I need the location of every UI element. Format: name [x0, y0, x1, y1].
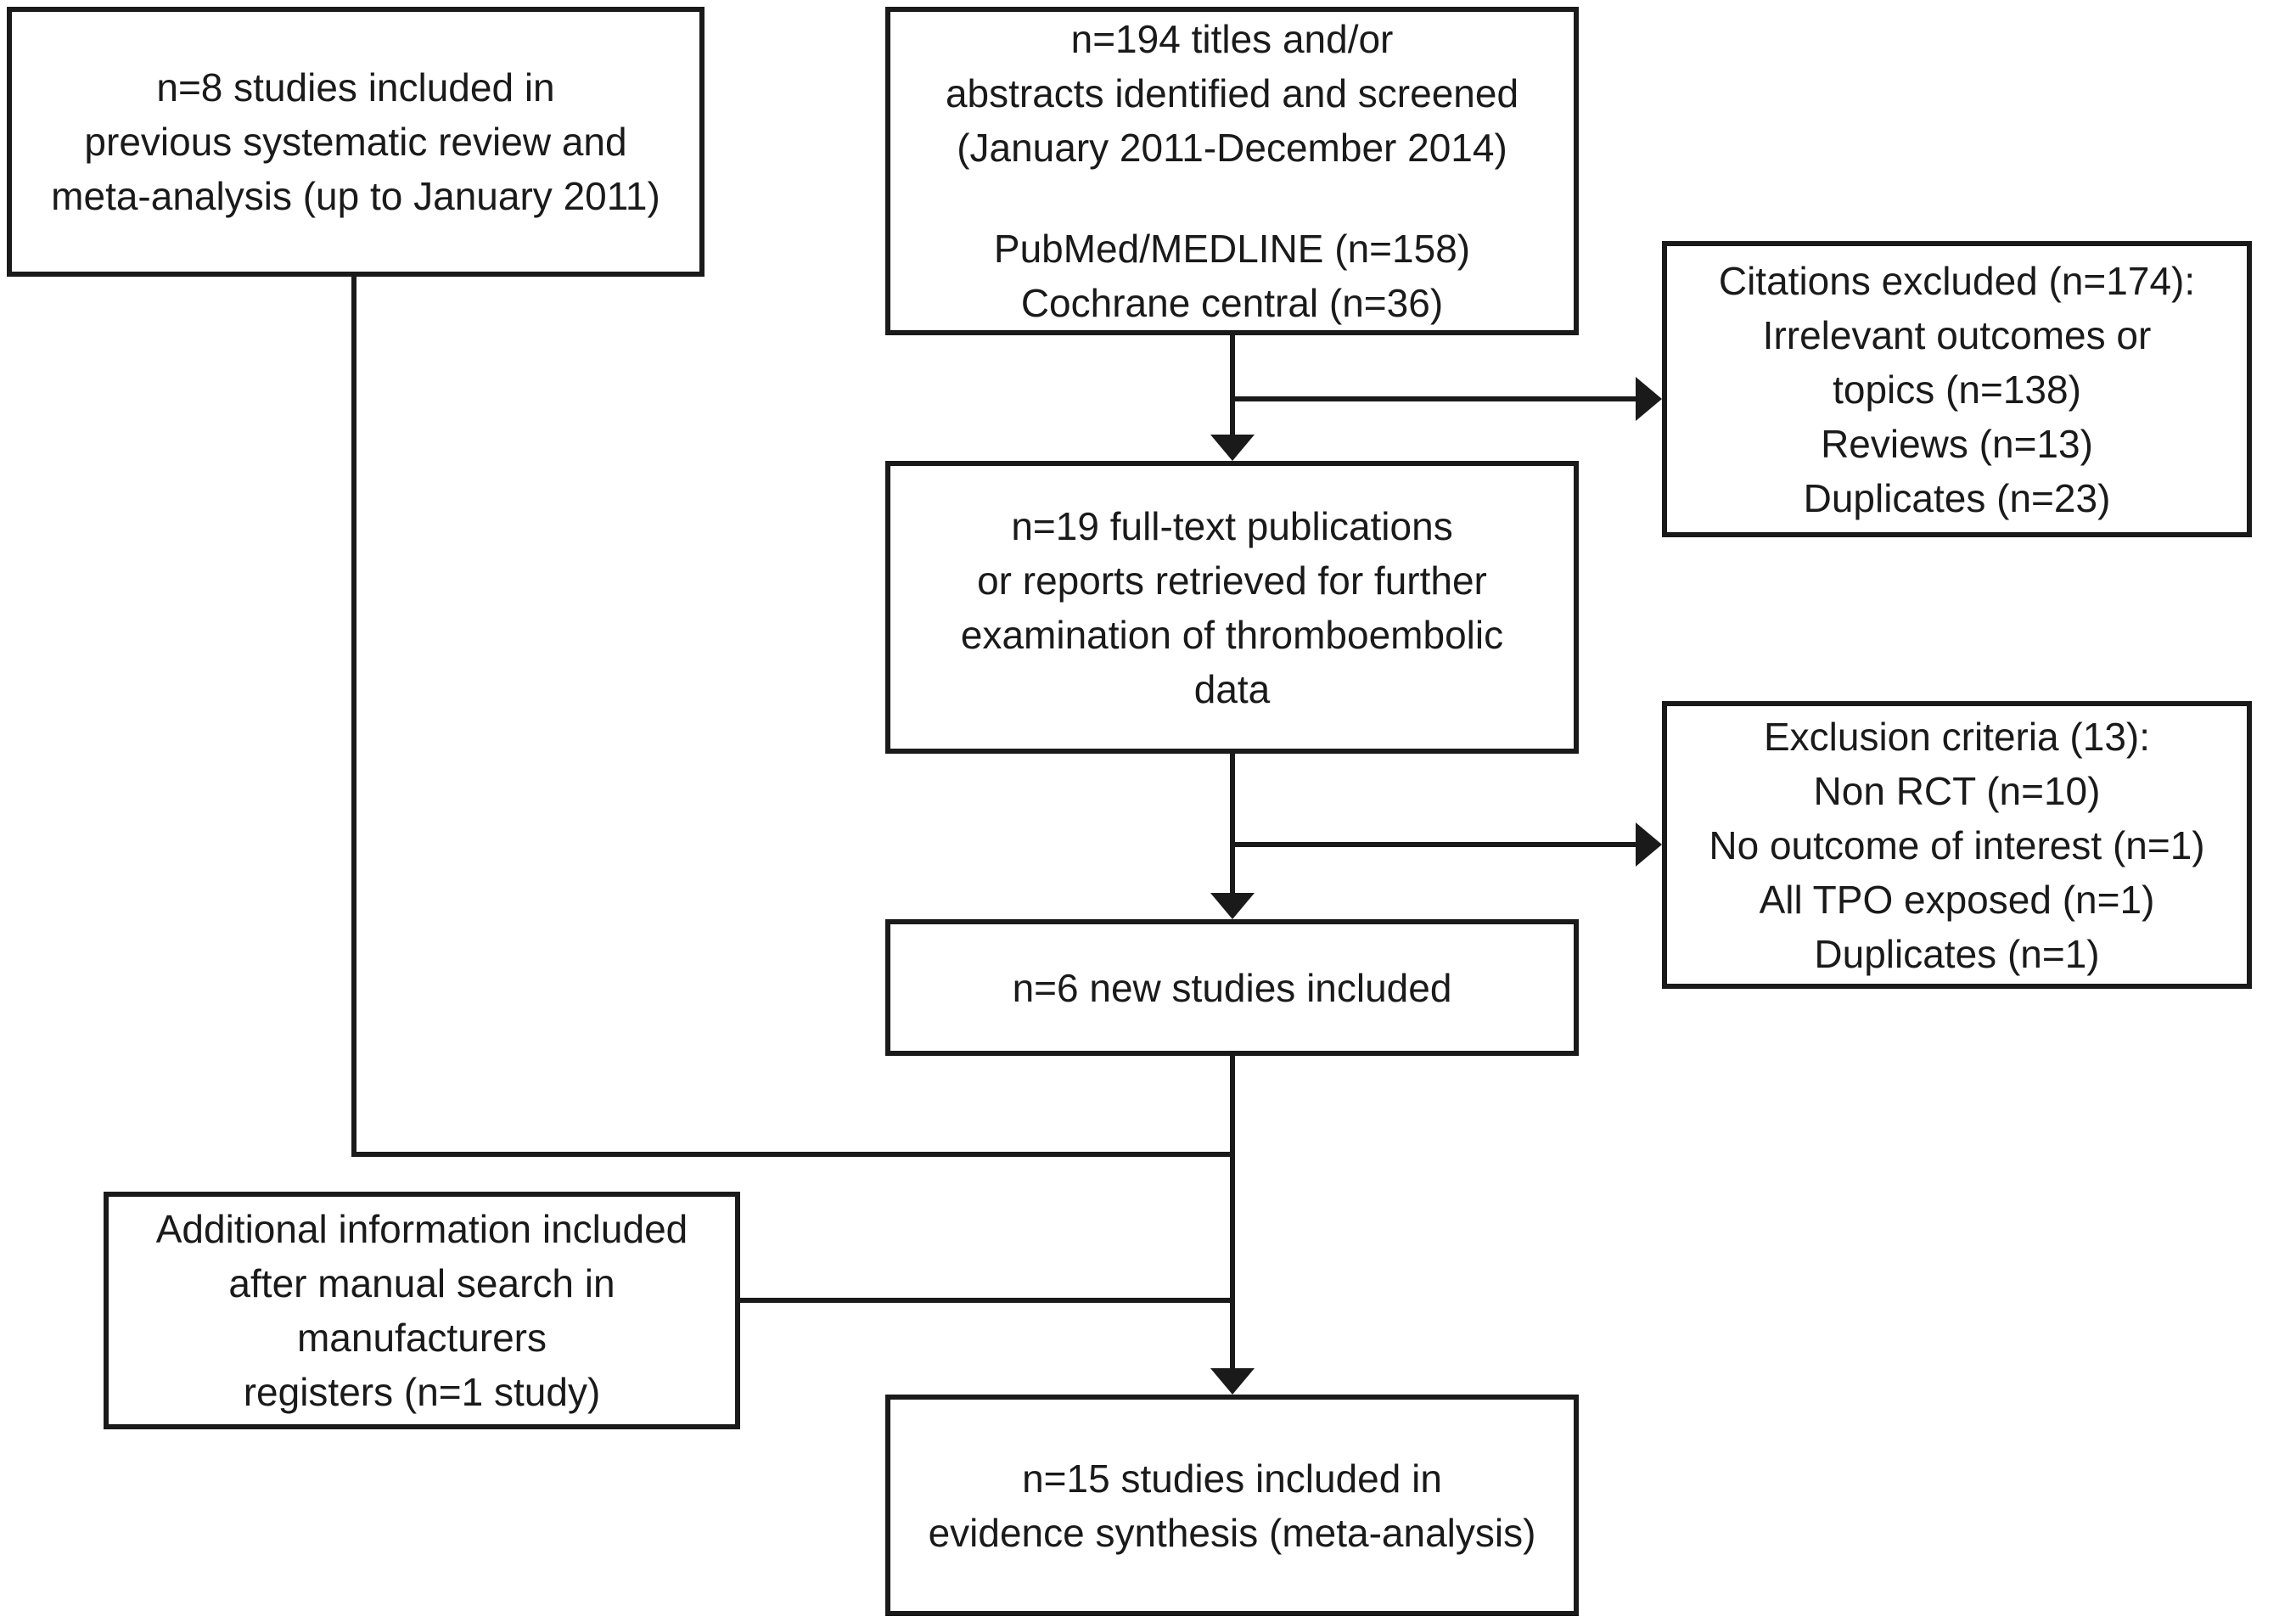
connector-fulltext-to-newstudies-line — [1230, 754, 1235, 894]
box-text-line: or reports retrieved for further — [977, 558, 1487, 603]
box-text-line: Additional information included — [155, 1207, 688, 1251]
connector-branch-to-citations-excluded-line — [1230, 396, 1638, 401]
connector-newstudies-to-synthesis-line — [1230, 1056, 1235, 1369]
box-text-line: after manual search in — [228, 1261, 615, 1305]
box-text-line: Non RCT (n=10) — [1813, 768, 2101, 813]
box-text-line: No outcome of interest (n=1) — [1709, 822, 2205, 867]
box-titles-screened: n=194 titles and/or abstracts identified… — [885, 7, 1579, 335]
connector-previous-review-horizontal-line — [351, 1152, 1235, 1157]
box-text-line: n=194 titles and/or — [1070, 17, 1394, 61]
box-text-line: previous systematic review and — [84, 120, 627, 164]
box-text-line: examination of thromboembolic — [960, 612, 1504, 657]
box-text-line: Exclusion criteria (13): — [1763, 714, 2151, 759]
box-text-line: evidence synthesis (meta-analysis) — [928, 1510, 1536, 1555]
arrowhead-right-into-citations-excluded — [1636, 377, 1662, 421]
box-text-line: Cochrane central (n=36) — [1020, 281, 1444, 325]
box-text-line: registers (n=1 study) — [243, 1370, 601, 1414]
box-text-line: Duplicates (n=1) — [1814, 931, 2100, 976]
box-text-line: meta-analysis (up to January 2011) — [51, 174, 660, 218]
box-text-line: topics (n=138) — [1833, 367, 2081, 412]
box-text-line: data — [1193, 666, 1271, 711]
connector-screened-to-fulltext-line — [1230, 335, 1235, 437]
box-manual-search: Additional information included after ma… — [104, 1192, 740, 1429]
arrowhead-down-into-fulltext — [1210, 435, 1255, 461]
box-text-line: n=8 studies included in — [156, 65, 555, 109]
box-text-line: n=15 studies included in — [1022, 1456, 1442, 1501]
arrowhead-right-into-exclusion-criteria — [1636, 822, 1662, 867]
box-text-line: Irrelevant outcomes or — [1762, 312, 2152, 357]
arrowhead-down-into-synthesis — [1210, 1368, 1255, 1395]
box-text-line: n=19 full-text publications — [1011, 503, 1453, 548]
box-evidence-synthesis: n=15 studies included in evidence synthe… — [885, 1395, 1579, 1616]
box-text-line: Reviews (n=13) — [1821, 421, 2093, 466]
box-text-line: manufacturers — [296, 1316, 547, 1360]
box-text-line: Citations excluded (n=174): — [1718, 258, 2196, 303]
box-text-line: n=6 new studies included — [1012, 965, 1452, 1010]
box-text-line: PubMed/MEDLINE (n=158) — [993, 227, 1471, 271]
box-fulltext-retrieved: n=19 full-text publications or reports r… — [885, 461, 1579, 754]
connector-branch-to-exclusion-criteria-line — [1230, 842, 1637, 847]
box-text-line: (January 2011-December 2014) — [957, 126, 1507, 170]
connector-manual-search-line — [738, 1298, 1235, 1303]
box-new-studies: n=6 new studies included — [885, 919, 1579, 1056]
connector-previous-review-vertical-line — [351, 277, 356, 1157]
box-previous-review: n=8 studies included in previous systema… — [7, 7, 705, 277]
arrowhead-down-into-newstudies — [1210, 893, 1255, 919]
box-text-line: Duplicates (n=23) — [1803, 475, 2111, 520]
box-exclusion-criteria: Exclusion criteria (13): Non RCT (n=10) … — [1662, 701, 2252, 989]
box-text-line: abstracts identified and screened — [945, 71, 1519, 115]
box-citations-excluded: Citations excluded (n=174): Irrelevant o… — [1662, 241, 2252, 537]
box-text-line: All TPO exposed (n=1) — [1759, 877, 2155, 922]
